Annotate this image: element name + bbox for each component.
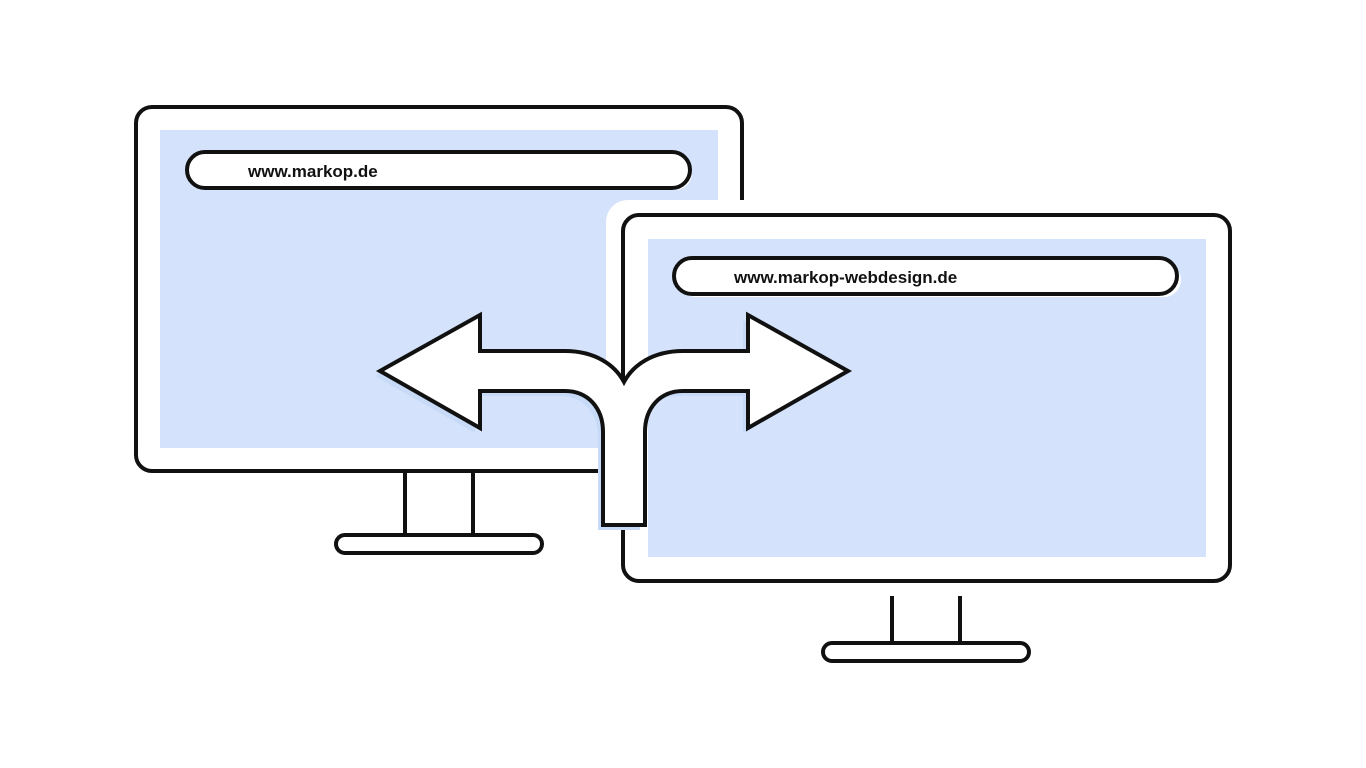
monitor-left-stand-neck [403,468,475,540]
monitor-left-stand-base [334,533,544,555]
monitor-right-url: www.markop-webdesign.de [733,268,957,287]
two-way-split-arrow-icon [375,311,853,530]
monitor-right-address-bar[interactable] [672,256,1179,296]
monitor-left-url: www.markop.de [247,162,378,181]
monitor-right: www.markop-webdesign.de [606,200,1246,663]
monitor-right-stand-base [821,641,1031,663]
monitor-left-address-bar[interactable] [185,150,692,190]
